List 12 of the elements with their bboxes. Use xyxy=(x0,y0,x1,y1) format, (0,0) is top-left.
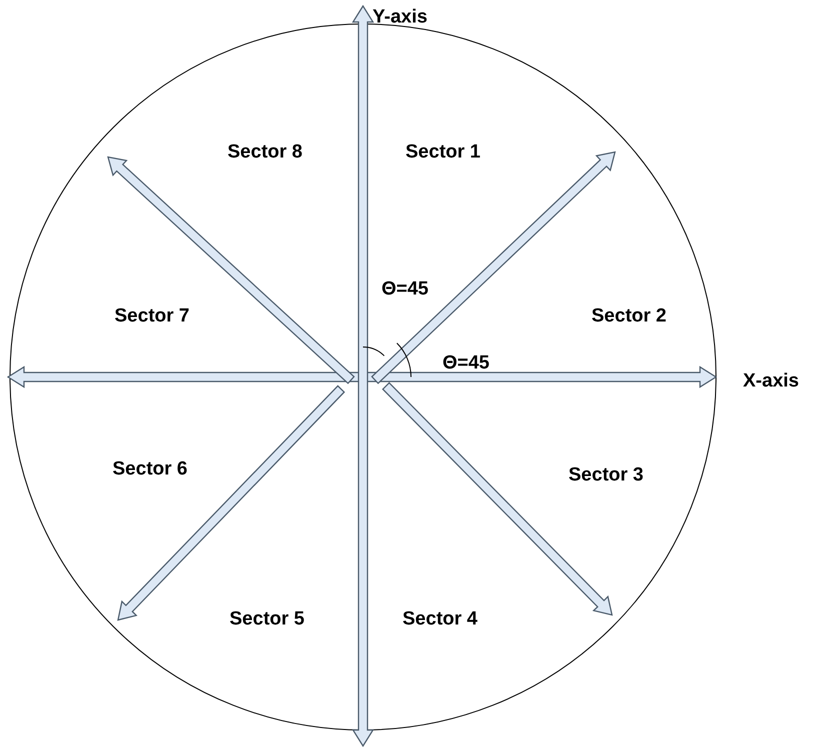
angle-label: Θ=45 xyxy=(382,280,428,300)
sector-label: Sector 2 xyxy=(592,306,666,328)
sector-label: Sector 3 xyxy=(568,466,644,486)
sector-label: Sector 7 xyxy=(114,306,190,328)
sector-label: Sector 4 xyxy=(402,610,478,630)
angle-label: Θ=45 xyxy=(442,354,490,374)
axis-label: Y-axis xyxy=(372,8,428,28)
sector-label: Sector 5 xyxy=(230,610,304,630)
sector-label: Sector 8 xyxy=(228,142,302,164)
axis-label: X-axis xyxy=(743,372,799,392)
sector-label: Sector 6 xyxy=(112,460,188,480)
sector-label: Sector 1 xyxy=(406,142,480,164)
